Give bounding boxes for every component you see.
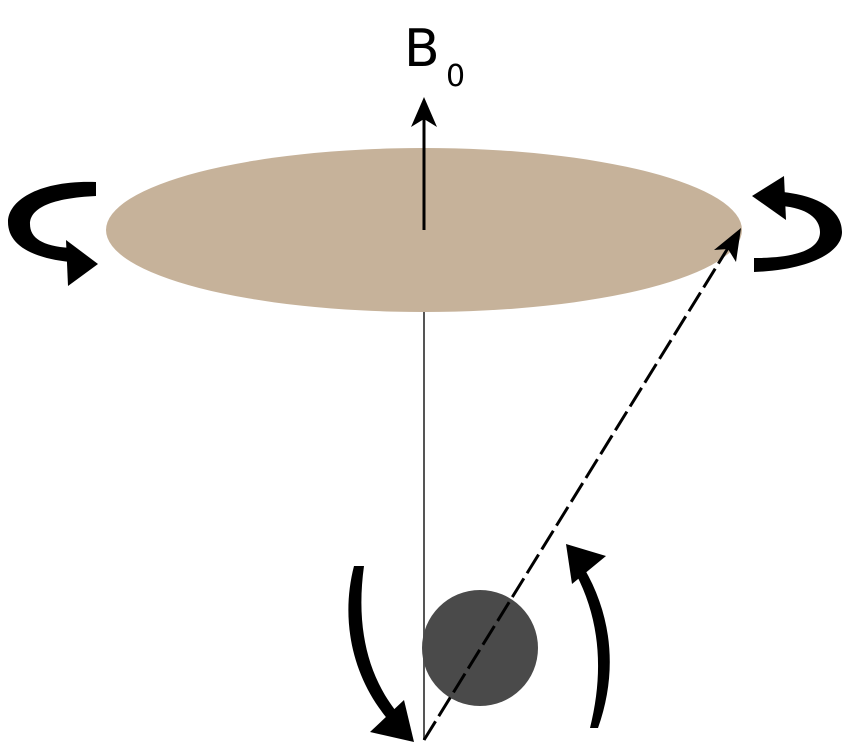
field-label: B (404, 19, 440, 79)
field-label-main: B (404, 19, 440, 79)
curved-arrow-clockwise-icon (8, 181, 98, 286)
curved-arrow-up-icon (566, 544, 610, 728)
curved-arrow-counterclockwise-icon (752, 176, 842, 272)
field-axis-arrowhead (411, 97, 437, 127)
magnetic-moment-arrowhead (714, 228, 741, 262)
nucleus-sphere (422, 590, 538, 706)
field-label-subscript: 0 (446, 59, 465, 94)
curved-arrow-down-icon (348, 566, 414, 742)
magnetic-moment-vector (422, 247, 730, 741)
